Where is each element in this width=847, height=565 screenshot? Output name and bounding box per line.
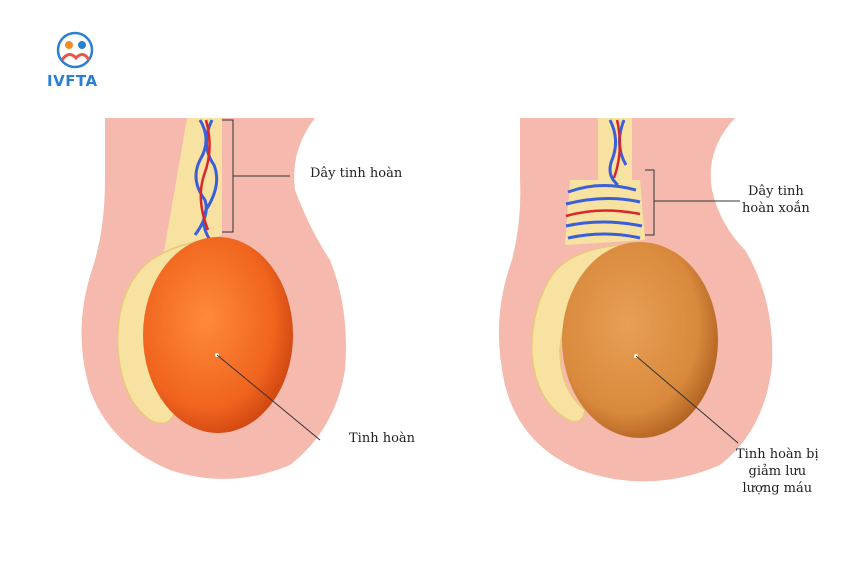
right-cord-bracket	[645, 169, 655, 236]
right-spermatic-cord	[565, 118, 645, 245]
brand-name: IVFTA	[47, 72, 98, 90]
left-testis-label: Tinh hoàn	[349, 431, 416, 446]
ivfta-logo-icon	[56, 31, 94, 69]
left-testis-leader	[216, 354, 321, 441]
right-testis-label-line3: lượng máu	[742, 481, 813, 496]
right-testis-label-line2: giảm lưu	[748, 464, 807, 479]
left-cord-label: Dây tinh hoàn	[310, 166, 403, 181]
right-testis-leader	[635, 355, 739, 444]
right-testis-label: Tinh hoàn bị giảm lưu lượng máu	[736, 446, 819, 497]
left-testis	[143, 237, 293, 433]
right-cord-label-line1: Dây tinh	[747, 184, 804, 199]
right-testis-label-line1: Tinh hoàn bị	[736, 447, 819, 462]
right-cord-label-line2: hoàn xoắn	[742, 201, 810, 216]
left-spermatic-cord	[160, 118, 222, 275]
right-cord-label: Dây tinh hoàn xoắn	[742, 183, 810, 217]
right-testis	[562, 242, 718, 438]
